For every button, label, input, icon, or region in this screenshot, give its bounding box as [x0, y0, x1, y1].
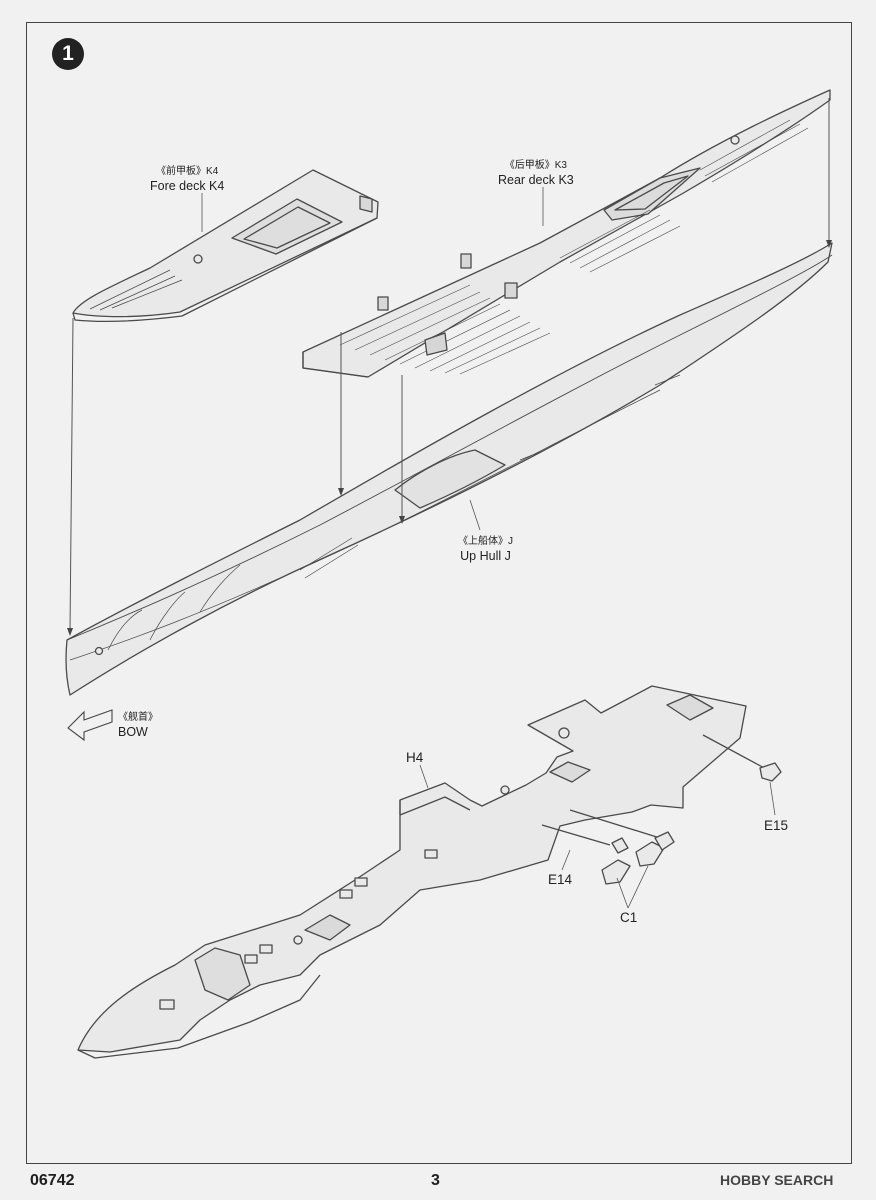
e14-c1-parts — [541, 809, 675, 885]
product-code: 06742 — [30, 1172, 75, 1189]
e15-strut-part — [702, 734, 782, 782]
rear-deck-label-en: Rear deck K3 — [498, 173, 574, 187]
fore-deck-label-cn: 《前甲板》K4 — [156, 166, 219, 177]
guide-arrowheads — [67, 240, 832, 636]
part-code-h4: H4 — [406, 750, 424, 765]
page-number: 3 — [431, 1172, 440, 1189]
rear-deck-label-cn: 《后甲板》K3 — [504, 160, 567, 171]
rear-deck-part — [302, 89, 831, 378]
bow-label-cn: 《舰首》 — [118, 712, 158, 723]
inner-deck-plate-part — [77, 685, 747, 1059]
brand-watermark: HOBBY SEARCH — [720, 1172, 834, 1188]
up-hull-label-en: Up Hull J — [460, 549, 511, 563]
bow-label-en: BOW — [118, 725, 148, 739]
bow-direction-arrow — [67, 709, 113, 742]
fore-deck-label-en: Fore deck K4 — [150, 179, 225, 193]
up-hull-label: 《上船体》J Up Hull J — [458, 534, 513, 564]
rear-deck-label: 《后甲板》K3 Rear deck K3 — [498, 158, 574, 188]
part-code-c1: C1 — [620, 910, 638, 925]
page-frame — [26, 22, 852, 1164]
assembly-guide-lines — [69, 98, 830, 633]
fore-deck-part — [72, 169, 379, 323]
label-leader-lines — [201, 187, 776, 909]
up-hull-label-cn: 《上船体》J — [458, 536, 513, 547]
part-code-e15: E15 — [764, 818, 789, 833]
step-number-badge: 1 — [52, 38, 84, 70]
bow-label: 《舰首》 BOW — [118, 710, 158, 740]
up-hull-part — [65, 242, 833, 696]
fore-deck-label: 《前甲板》K4 Fore deck K4 — [150, 164, 224, 194]
part-code-e14: E14 — [548, 872, 573, 887]
